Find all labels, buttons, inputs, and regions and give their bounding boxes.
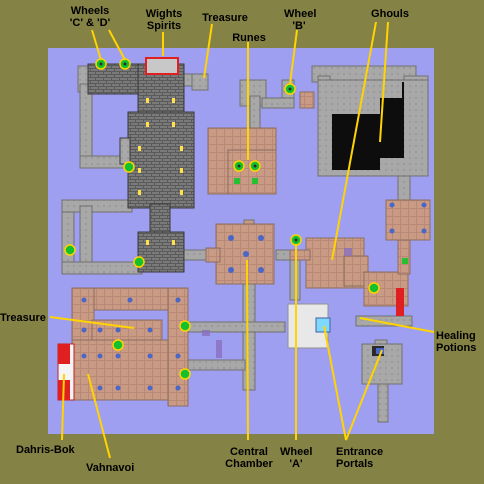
label-entrance-portals: Entrance Portals [336, 446, 384, 470]
label-healing-potions: Healing Potions [436, 330, 477, 354]
portal-icon [315, 317, 331, 333]
label-treasure-left: Treasure [0, 312, 46, 324]
label-dahris-bok: Dahris-Bok [16, 444, 75, 456]
label-runes: Runes [232, 32, 266, 44]
pit-area [317, 79, 429, 177]
label-wheel-b: Wheel 'B' [284, 8, 317, 32]
fire-hazard-icon [58, 344, 70, 364]
label-vahnavoi: Vahnavoi [86, 462, 135, 474]
brick-tower [87, 63, 195, 273]
label-central-chamber: Central Chamber [225, 446, 273, 470]
label-wheel-a: Wheel 'A' [280, 446, 313, 470]
label-treasure-top: Treasure [202, 12, 248, 24]
label-ghouls: Ghouls [371, 8, 409, 20]
label-wights-spirits: Wights Spirits [145, 8, 183, 32]
wights-chamber [145, 57, 179, 75]
wheel-icon [64, 58, 380, 380]
pointer-lines [49, 21, 435, 459]
water-pool-icon [81, 202, 427, 391]
label-wheels-cd: Wheels 'C' & 'D' [69, 5, 111, 29]
